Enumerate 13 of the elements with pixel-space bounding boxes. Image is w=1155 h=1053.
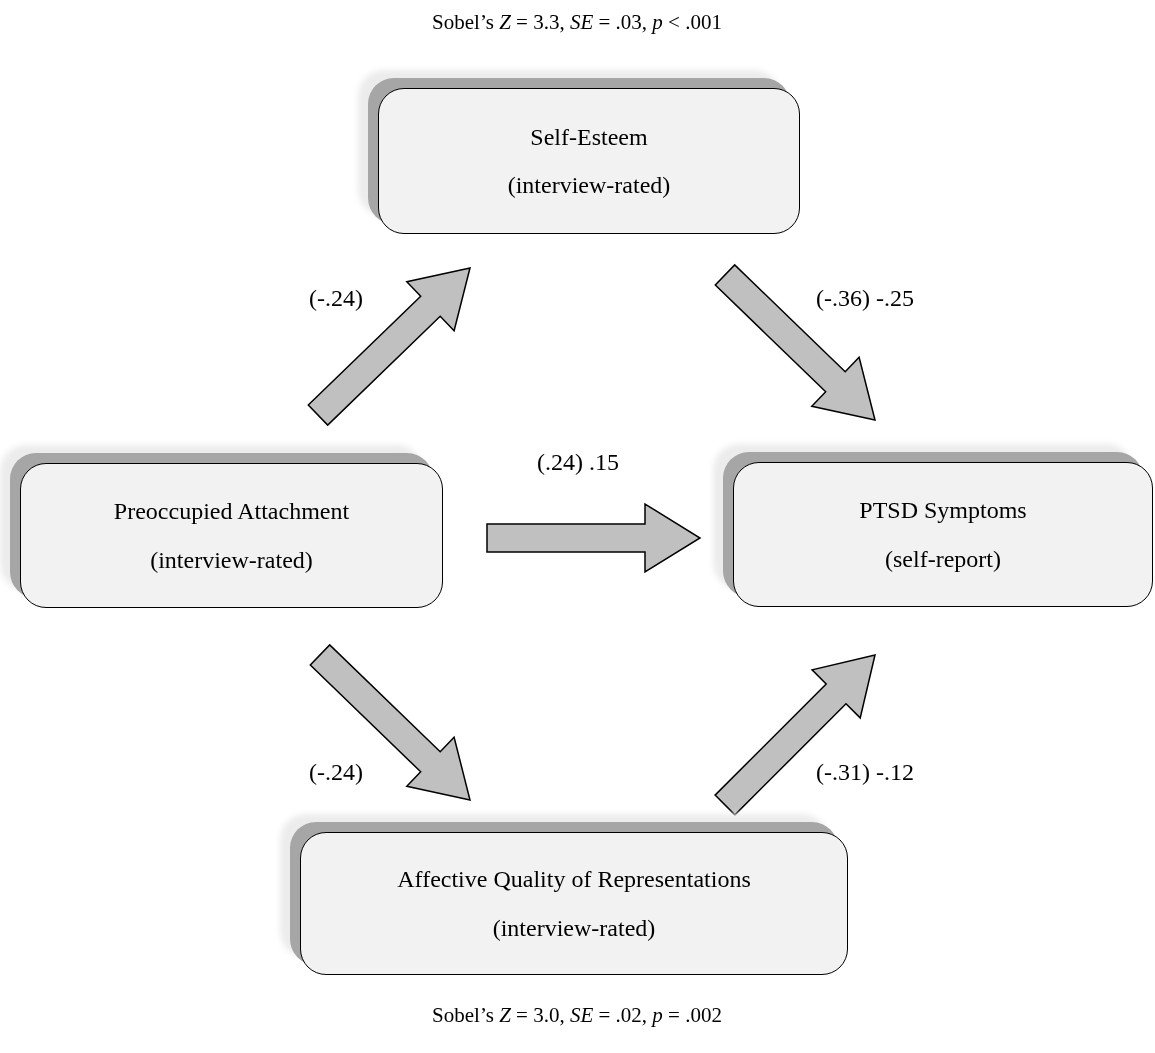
node-title: PTSD Symptoms (859, 497, 1027, 524)
node-title: Self-Esteem (530, 123, 648, 150)
node-title: Preoccupied Attachment (113, 498, 350, 525)
block-arrow (714, 654, 876, 816)
block-arrow (486, 502, 702, 574)
node-subtitle: (interview-rated) (492, 914, 656, 941)
block-arrow (307, 267, 472, 427)
node-subtitle: (self-report) (885, 545, 1001, 572)
node-title: Affective Quality of Representations (397, 866, 751, 893)
node-subtitle: (interview-rated) (507, 172, 671, 199)
block-arrow (714, 263, 877, 421)
node-subtitle: (interview-rated) (150, 546, 313, 573)
block-arrow (309, 643, 472, 801)
